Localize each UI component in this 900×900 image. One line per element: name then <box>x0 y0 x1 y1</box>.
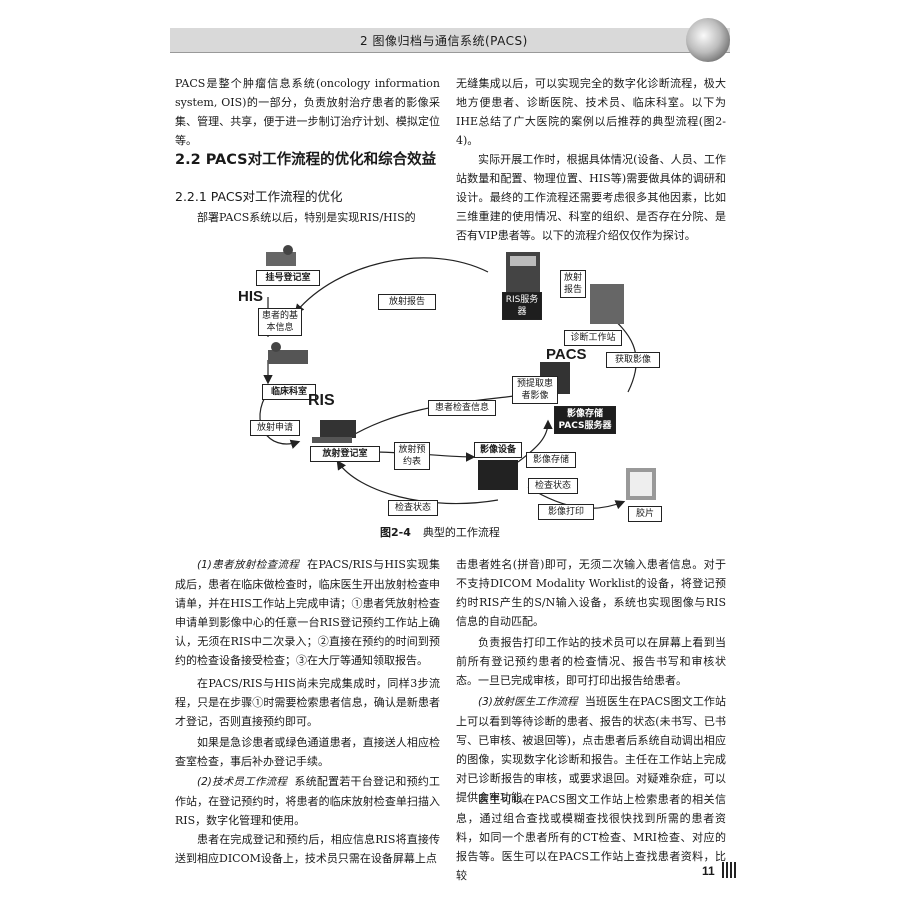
image-store-box: 影像存储 <box>526 452 576 468</box>
patient-info-box: 患者的基本信息 <box>258 308 302 336</box>
film-box: 胶片 <box>628 506 662 522</box>
paragraph-patient-name: 击患者姓名(拼音)即可，无须二次输入患者信息。对于不支持DICOM Modali… <box>456 558 726 628</box>
get-images-box: 获取影像 <box>606 352 660 368</box>
his-label: HIS <box>238 288 264 305</box>
modality-box: 影像设备 <box>474 442 522 458</box>
registration-box: 挂号登记室 <box>256 270 320 286</box>
figure-number: 图2-4 <box>380 526 411 539</box>
radiology-request-box: 放射申请 <box>250 420 300 436</box>
paragraph-practice: 实际开展工作时，根据具体情况(设备、人员、工作站数量和配置、物理位置、HIS等)… <box>456 153 726 242</box>
diagnostic-workstation-box: 诊断工作站 <box>564 330 622 346</box>
page-number: 11 <box>702 864 715 878</box>
radiology-report-box: 放射报告 <box>378 294 436 310</box>
workflow-2-heading: (2)技术员工作流程 <box>197 776 288 788</box>
paragraph-emergency: 如果是急诊患者或绿色通道患者，直接送人相应检查室检查，事后补办登记手续。 <box>175 736 440 768</box>
running-header-bar <box>170 28 730 53</box>
radiology-report-box-2: 放射报告 <box>560 270 586 298</box>
prefetch-box: 预提取患者影像 <box>512 376 558 404</box>
exam-status-box: 检查状态 <box>528 478 578 494</box>
radiology-registration-box: 放射登记室 <box>310 446 380 462</box>
figure-title: 典型的工作流程 <box>422 526 500 539</box>
intro-paragraph-left: PACS是整个肿瘤信息系统(oncology information syste… <box>175 77 440 147</box>
header-ornament-image <box>686 18 730 62</box>
workflow-1-paragraph: (1)患者放射检查流程 在PACS/RIS与HIS实现集成后，患者在临床做检查时… <box>175 555 440 670</box>
workflow-3-text: 当班医生在PACS图文工作站上可以看到等待诊断的患者、报告的状态(未书写、已书写… <box>456 695 727 804</box>
workflow-2-text: 系统配置若干台登记和预约工作站，在登记预约时，将患者的临床放射检查单扫描入RIS… <box>175 775 441 827</box>
workflow-1-heading: (1)患者放射检查流程 <box>197 559 300 571</box>
section-heading: 2.2 PACS对工作流程的优化和综合效益 <box>175 152 437 168</box>
paragraph-doctor-search: 医生可以在PACS图文工作站上检索患者的相关信息，通过组合查找或模糊查找很快找到… <box>456 793 726 882</box>
workflow-arrows <box>259 245 656 510</box>
pacs-storage-server-box: 影像存储PACS服务器 <box>554 406 616 434</box>
paragraph-seamless: 无缝集成以后，可以实现完全的数字化诊断流程，极大地方便患者、诊断医院、技术员、临… <box>456 77 726 147</box>
page-marker-icon <box>722 862 736 878</box>
running-header: 2 图像归档与通信系统(PACS) <box>360 34 528 48</box>
workflow-2-paragraph: (2)技术员工作流程 系统配置若干台登记和预约工作站，在登记预约时，将患者的临床… <box>175 772 440 830</box>
schedule-box: 放射预约表 <box>394 442 430 470</box>
workflow-3-heading: (3)放射医生工作流程 <box>478 696 578 708</box>
ris-server-box: RIS服务器 <box>502 292 542 320</box>
workflow-diagram: 挂号登记室 HIS 患者的基本信息 临床科室 RIS 放射申请 放射登记室 放射… <box>228 242 688 524</box>
ris-label: RIS <box>308 392 335 409</box>
exam-status-box-2: 检查状态 <box>388 500 438 516</box>
subsection-heading: 2.2.1 PACS对工作流程的优化 <box>175 189 343 204</box>
paragraph-not-integrated: 在PACS/RIS与HIS尚未完成集成时，同样3步流程，只是在步骤①时需要检索患… <box>175 677 440 728</box>
clinical-dept-box: 临床科室 <box>262 384 316 400</box>
workflow-1-text: 在PACS/RIS与HIS实现集成后，患者在临床做检查时，临床医生开出放射检查申… <box>175 558 440 667</box>
figure-caption: 图2-4 典型的工作流程 <box>380 524 500 540</box>
paragraph-technician: 患者在完成登记和预约后，相应信息RIS将直接传送到相应DICOM设备上，技术员只… <box>175 833 440 865</box>
paragraph-report-print: 负责报告打印工作站的技术员可以在屏幕上看到当前所有登记预约患者的检查情况、报告书… <box>456 636 726 687</box>
image-print-box: 影像打印 <box>538 504 594 520</box>
patient-exam-info-box: 患者检查信息 <box>428 400 496 416</box>
pacs-label: PACS <box>546 346 587 363</box>
workflow-3-paragraph: (3)放射医生工作流程 当班医生在PACS图文工作站上可以看到等待诊断的患者、报… <box>456 692 726 807</box>
paragraph-deploy: 部署PACS系统以后，特别是实现RIS/HIS的 <box>197 211 416 224</box>
